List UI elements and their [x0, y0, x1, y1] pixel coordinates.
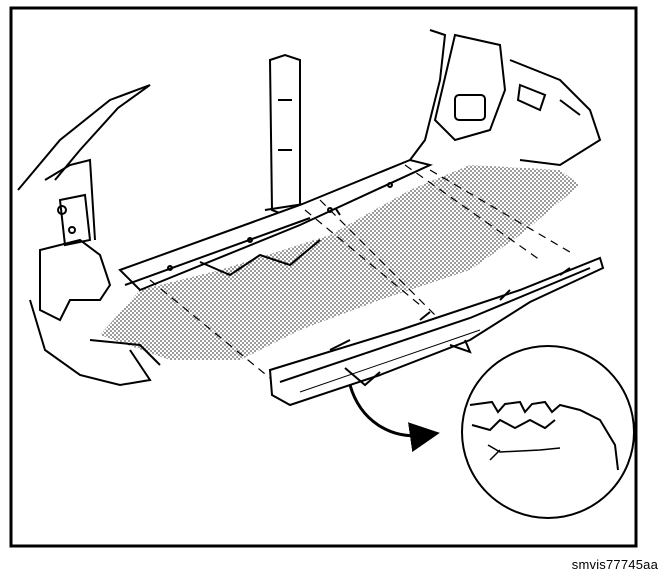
figure-frame: [9, 6, 638, 548]
rear-quarter: [409, 29, 602, 167]
replacement-sill-panel: [268, 256, 605, 407]
figure-caption: smvis77745aa: [571, 557, 658, 572]
floor-pan-shaded: [100, 165, 580, 360]
alignment-lines: [149, 164, 576, 379]
vehicle-rocker-sill: [118, 158, 433, 292]
front-pillar: [17, 84, 161, 387]
center-pillar: [264, 53, 341, 217]
callout-arrow: [348, 384, 440, 452]
profile-detail-circle: [461, 345, 635, 519]
